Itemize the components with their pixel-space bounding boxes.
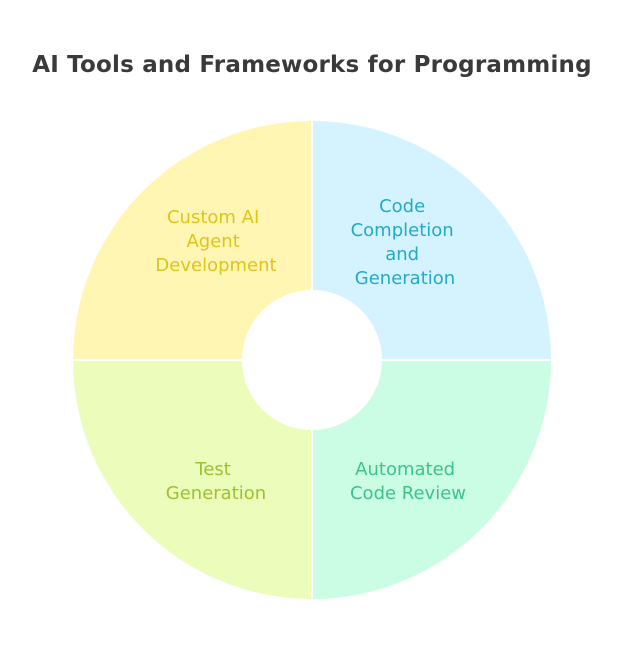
segment-custom-ai-agent xyxy=(73,121,312,360)
segment-label-code-completion: Code Completion and Generation xyxy=(351,196,460,289)
label-line: Automated xyxy=(355,459,455,480)
segment-automated-code-review xyxy=(312,360,551,599)
diagram-title: AI Tools and Frameworks for Programming xyxy=(32,52,592,78)
label-line: Completion xyxy=(351,220,454,241)
segment-code-completion xyxy=(312,121,551,360)
label-line: Development xyxy=(155,255,276,276)
segment-group-automated-code-review: Automated Code Review xyxy=(312,360,551,599)
label-line: Agent xyxy=(186,231,239,252)
segment-label-custom-ai-agent: Custom AI Agent Development xyxy=(155,207,276,276)
label-line: Test xyxy=(194,459,230,480)
label-line: Code Review xyxy=(350,483,466,504)
center-hole xyxy=(242,290,382,430)
dividers xyxy=(71,119,553,601)
segment-label-test-generation: Test Generation xyxy=(166,459,266,504)
segment-label-automated-code-review: Automated Code Review xyxy=(350,459,466,504)
label-line: Generation xyxy=(355,268,455,289)
segment-group-test-generation: Test Generation xyxy=(73,360,312,599)
label-line: and xyxy=(385,244,419,265)
segment-group-code-completion: Code Completion and Generation xyxy=(312,121,551,360)
label-line: Generation xyxy=(166,483,266,504)
label-line: Custom AI xyxy=(167,207,259,228)
label-line: Code xyxy=(379,196,425,217)
segment-group-custom-ai-agent: Custom AI Agent Development xyxy=(73,121,312,360)
segment-test-generation xyxy=(73,360,312,599)
